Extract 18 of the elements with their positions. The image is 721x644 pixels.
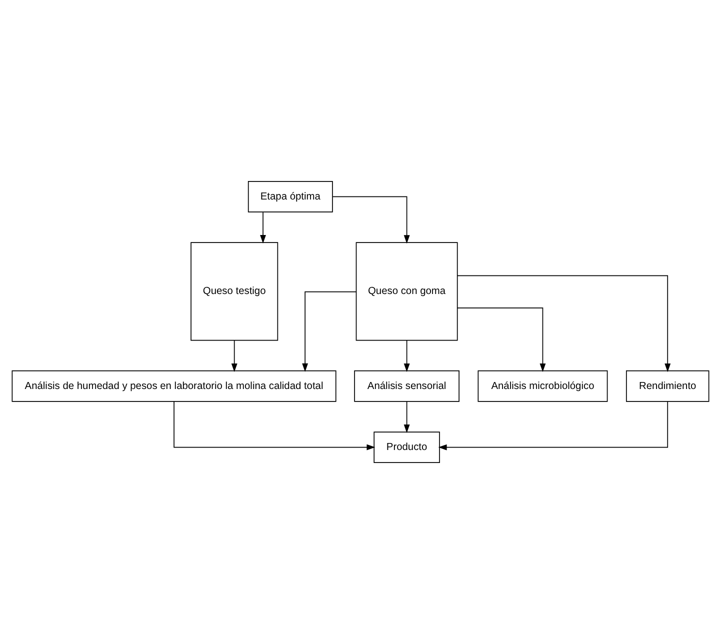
arrow — [457, 308, 546, 372]
node-box: Análisis sensorial — [354, 370, 460, 402]
arrow — [260, 212, 266, 244]
arrow — [332, 196, 410, 244]
arrow — [456, 275, 671, 372]
node-box: Etapa óptima — [248, 180, 333, 212]
arrow — [302, 291, 357, 372]
node-box: Queso testigo — [190, 242, 278, 341]
arrow — [438, 401, 668, 450]
node-box: Análisis microbiológico — [478, 370, 608, 402]
arrow — [404, 401, 410, 433]
arrow — [231, 340, 238, 372]
arrow — [404, 340, 410, 372]
node-box: Producto — [374, 432, 440, 464]
node-box: Análisis de humedad y pesos en laboratorio la molina calidad total — [12, 370, 336, 402]
node-box: Rendimiento — [626, 370, 710, 402]
arrow — [174, 401, 376, 450]
node-box: Queso con goma — [356, 242, 458, 341]
